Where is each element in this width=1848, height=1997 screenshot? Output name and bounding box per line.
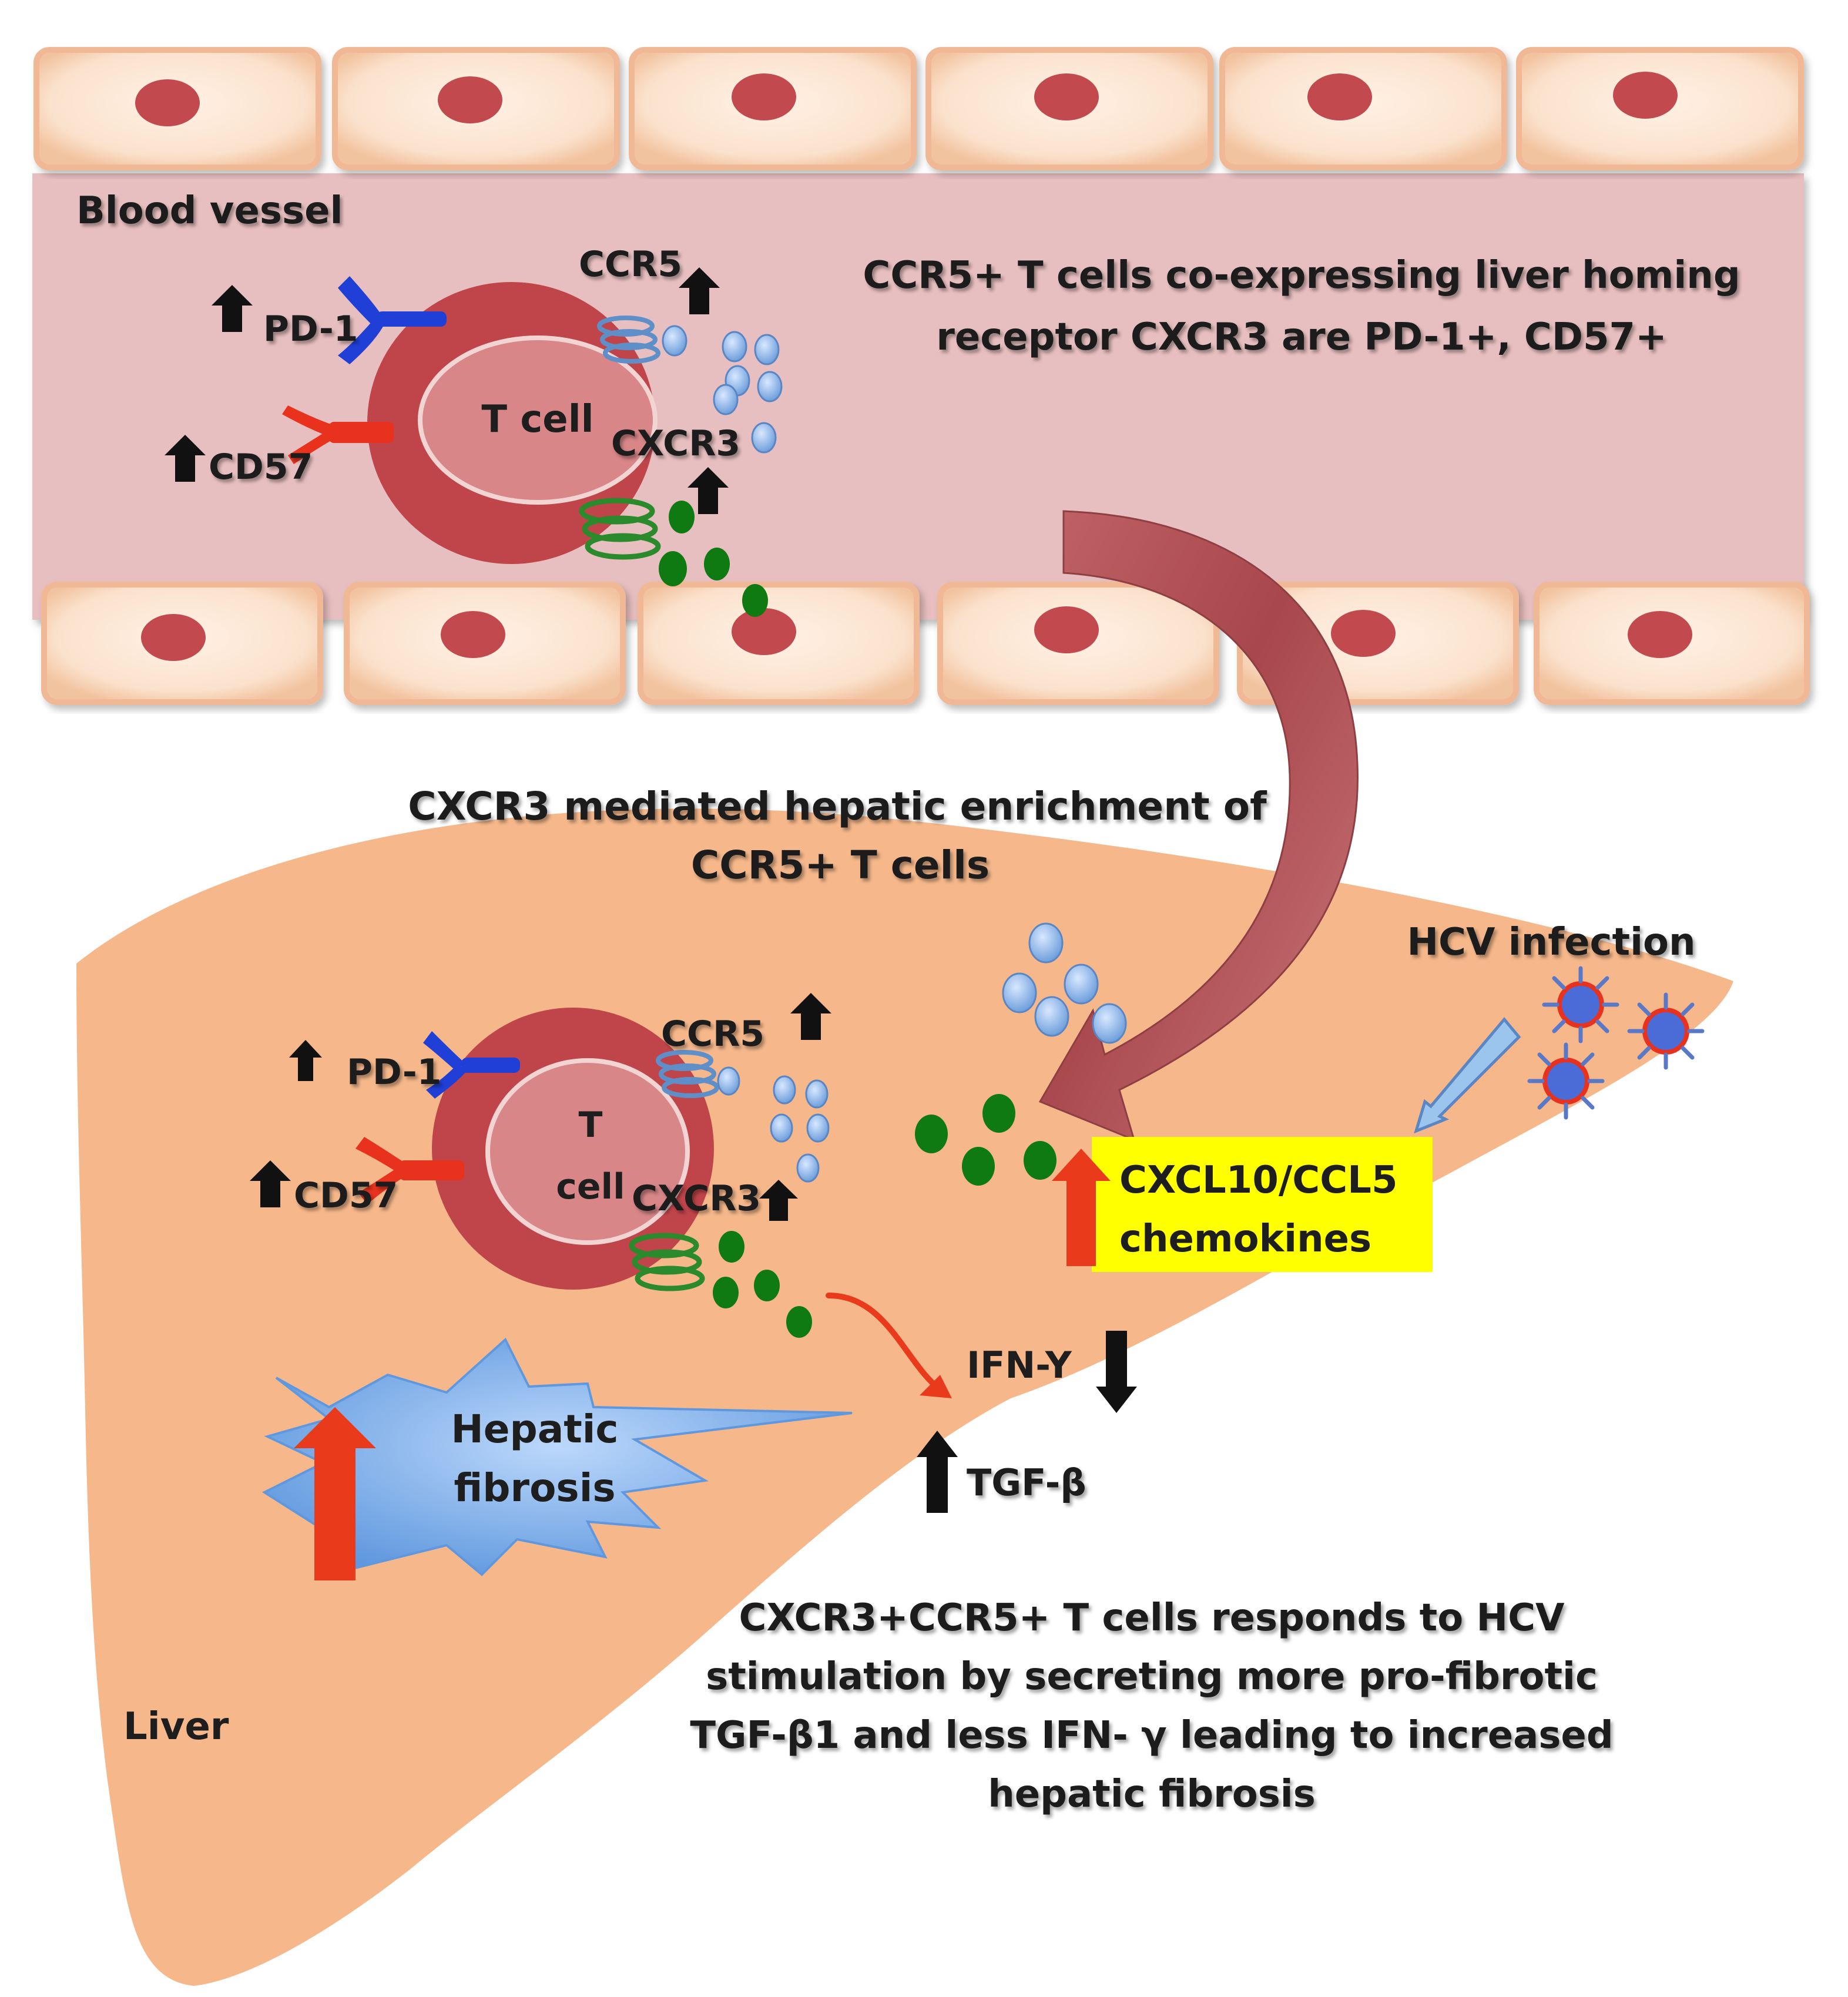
fibrosis-star	[261, 1337, 853, 1576]
nucleus	[732, 73, 796, 120]
liver: Liver CXCR3 mediated hepatic enrichment …	[76, 510, 1733, 1986]
ccr5-label: CCR5	[661, 1013, 764, 1055]
t-cell-label-line1: T	[579, 1105, 603, 1146]
up-arrow-icon	[165, 435, 206, 482]
cxcr3-receptor	[579, 498, 661, 560]
up-arrow-icon	[917, 1431, 958, 1513]
up-arrow-icon	[289, 1040, 322, 1081]
cxcl10-ligands	[659, 501, 768, 617]
cd57-label: CD57	[209, 447, 313, 488]
conclusion-line1: CXCR3+CCR5+ T cells responds to HCV	[739, 1596, 1565, 1640]
cd57-receptor	[355, 1137, 464, 1204]
cd57-receptor	[282, 405, 394, 464]
nucleus	[1034, 606, 1099, 653]
fibrosis-line2: fibrosis	[454, 1465, 615, 1511]
nucleus	[1628, 611, 1692, 658]
vessel-lumen	[32, 173, 1804, 620]
nucleus	[438, 76, 502, 123]
down-arrow-icon	[1096, 1331, 1137, 1413]
vessel-t-cell: T cell	[165, 244, 783, 617]
cxcr3-receptor	[629, 1233, 705, 1291]
up-arrow-icon	[687, 467, 729, 514]
enrichment-line1: CXCR3 mediated hepatic enrichment of	[408, 784, 1267, 829]
pd1-receptor	[338, 276, 447, 364]
conclusion-line3: TGF-β1 and less IFN- γ leading to increa…	[690, 1714, 1613, 1757]
ccl5-ligands-liver	[1002, 922, 1127, 1044]
t-cell-label-line2: cell	[556, 1166, 625, 1207]
up-arrow-icon	[212, 285, 253, 332]
chemokines-line2: chemokines	[1119, 1217, 1371, 1261]
up-arrow-icon	[250, 1160, 291, 1207]
nucleus	[135, 79, 200, 126]
nucleus	[732, 608, 796, 655]
vessel-statement-line1: CCR5+ T cells co-expressing liver homing	[863, 254, 1740, 297]
conclusion-line2: stimulation by secreting more pro-fibrot…	[706, 1655, 1598, 1699]
liver-shape	[76, 808, 1733, 1986]
blood-vessel-label: Blood vessel	[76, 189, 343, 233]
t-cell-nucleus	[485, 1058, 690, 1245]
chemokines-line1: CXCL10/CCL5	[1119, 1159, 1397, 1202]
up-arrow-icon	[790, 993, 831, 1040]
tgf-label: TGF-β	[967, 1461, 1086, 1504]
cxcl10-ligands-liver	[915, 1094, 1057, 1186]
ifn-label: IFN-Y	[967, 1344, 1072, 1387]
ccl5-ligands	[717, 1066, 830, 1183]
up-arrow-icon	[679, 267, 720, 314]
nucleus	[1034, 73, 1099, 120]
cd57-label: CD57	[294, 1175, 398, 1216]
endothelium-top	[33, 47, 1804, 170]
ccr5-label: CCR5	[579, 244, 682, 285]
nucleus	[1613, 72, 1678, 119]
t-cell-label: T cell	[481, 398, 593, 441]
secretion-arrowhead-icon	[920, 1375, 952, 1398]
pd1-label: PD-1	[263, 308, 358, 350]
vessel-statement-line2: receptor CXCR3 are PD-1+, CD57+	[936, 316, 1666, 359]
up-arrow-icon	[294, 1407, 376, 1580]
pd1-receptor	[423, 1031, 520, 1099]
ccl5-ligands	[662, 325, 783, 454]
nucleus	[1331, 610, 1396, 657]
pd1-label: PD-1	[347, 1052, 442, 1093]
liver-t-cell: T cell	[250, 993, 831, 1338]
endothelium-bottom	[41, 582, 1810, 705]
nucleus	[1307, 73, 1372, 120]
ccr5-receptor	[597, 316, 660, 364]
secretion-arrow-icon	[826, 1293, 943, 1392]
liver-label: Liver	[123, 1705, 229, 1748]
nucleus	[441, 611, 505, 658]
homing-curved-arrow	[1038, 510, 1359, 1142]
t-cell-nucleus	[418, 335, 658, 505]
blood-vessel: Blood vessel CCR5+ T cells co-expressing…	[32, 47, 1810, 705]
nucleus	[141, 614, 206, 661]
ccr5-receptor	[656, 1050, 719, 1098]
cxcr3-label: CXCR3	[632, 1178, 761, 1219]
hcv-infection-label: HCV infection	[1407, 921, 1695, 964]
enrichment-line2: CCR5+ T cells	[691, 843, 990, 888]
conclusion-line4: hepatic fibrosis	[988, 1773, 1316, 1816]
up-arrow-icon	[1052, 1149, 1111, 1266]
cxcr3-label: CXCR3	[611, 423, 740, 464]
cxcl10-ligands	[713, 1231, 812, 1338]
hcv-arrow-icon	[1414, 1017, 1521, 1134]
fibrosis-line1: Hepatic	[451, 1407, 618, 1452]
chemokine-box	[1092, 1137, 1433, 1272]
up-arrow-icon	[759, 1180, 798, 1221]
